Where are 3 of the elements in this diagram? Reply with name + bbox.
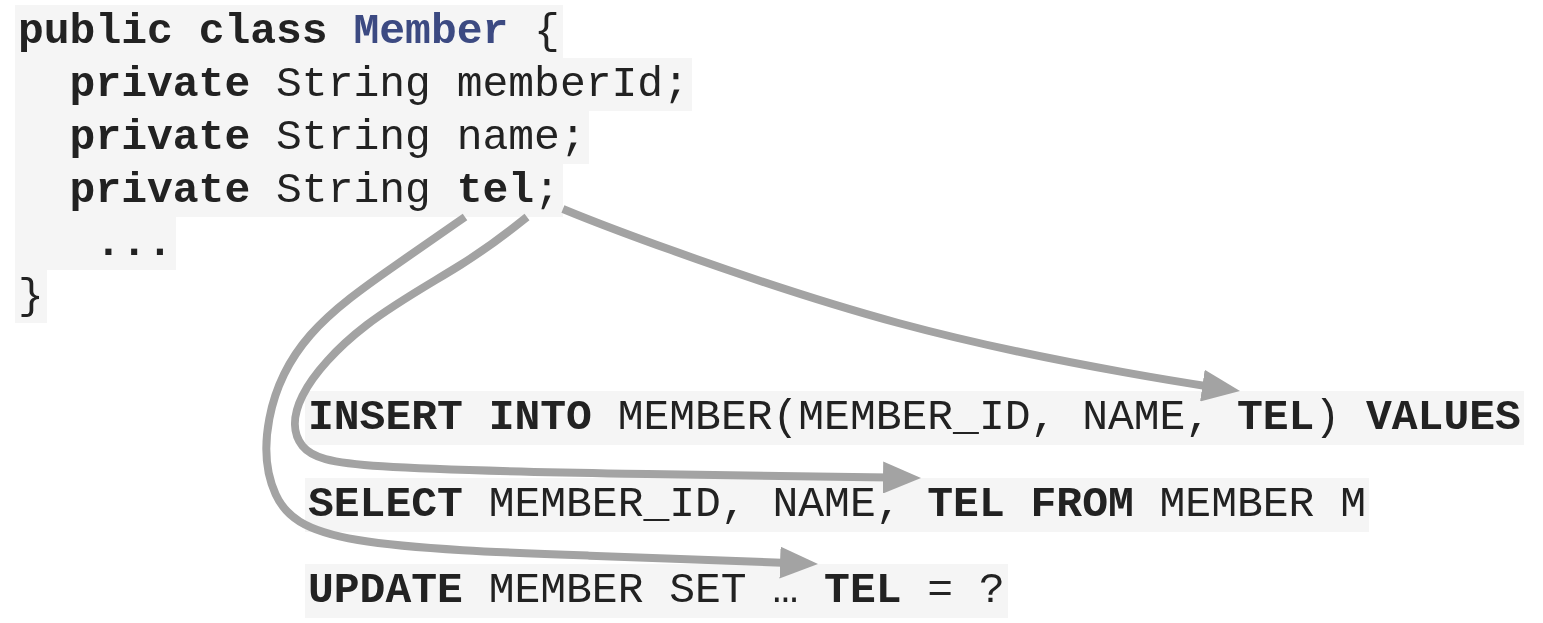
curved-arrow [561,205,1241,402]
curved-arrow [291,213,922,494]
curved-arrow [262,213,819,579]
